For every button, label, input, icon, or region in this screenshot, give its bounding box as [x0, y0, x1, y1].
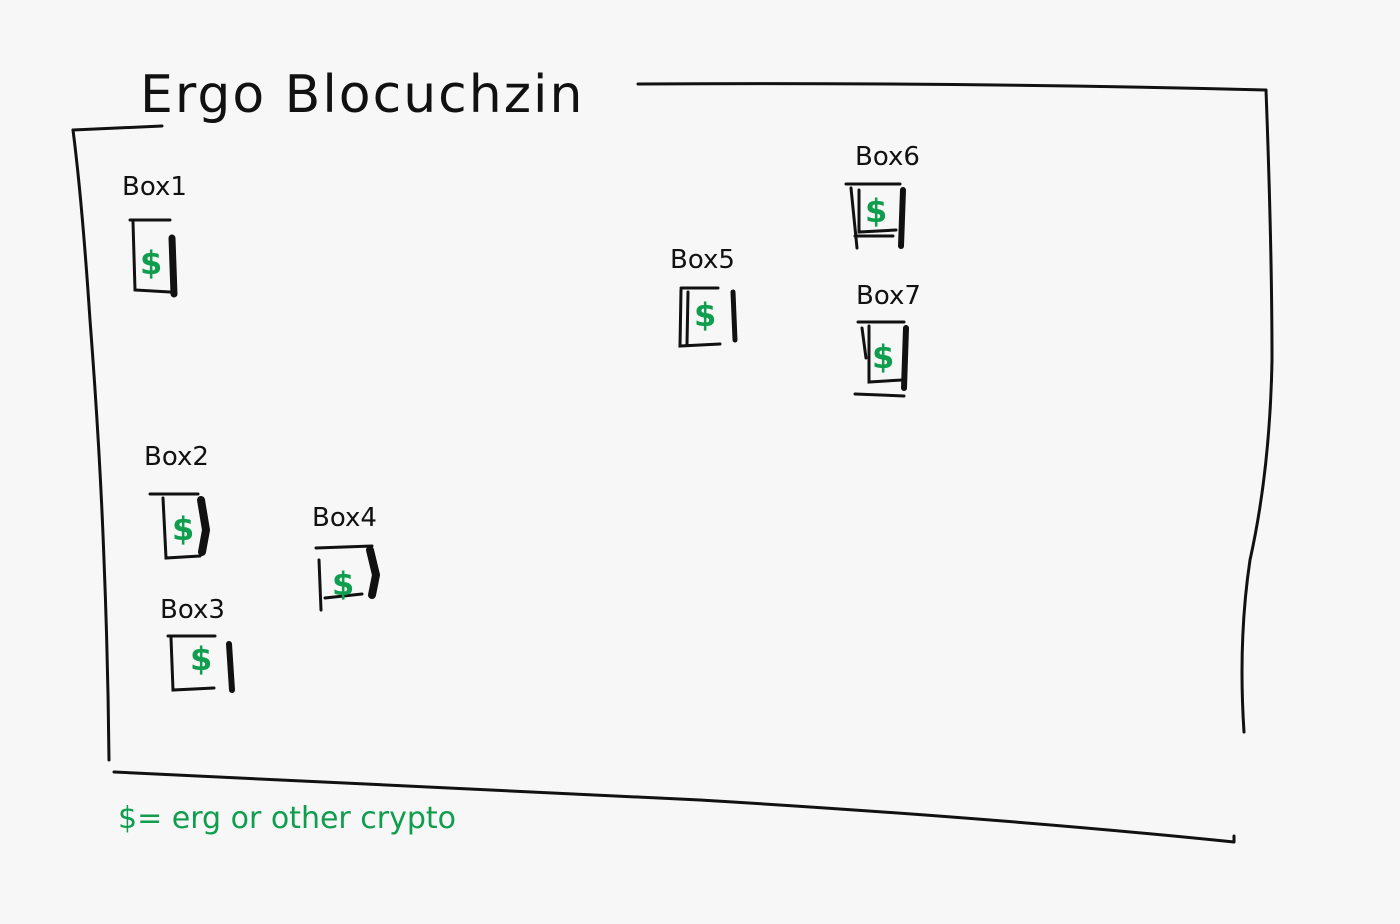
box-label-3: Box3 [160, 595, 225, 625]
frame-top-left-stroke [71, 124, 164, 132]
box-label-1: Box1 [122, 172, 187, 202]
box-label-5: Box5 [670, 245, 735, 275]
dollar-symbol-6: $ [865, 192, 887, 230]
dollar-symbol-7: $ [872, 338, 894, 376]
dollar-symbol-2: $ [172, 510, 194, 548]
box-label-4: Box4 [312, 503, 377, 533]
dollar-symbol-3: $ [190, 640, 212, 678]
box-group-7: Box7 $ [853, 281, 921, 398]
dollar-symbol-1: $ [140, 244, 162, 282]
box-icon-2 [148, 492, 211, 560]
dollar-symbol-5: $ [694, 296, 716, 334]
legend-note: $= erg or other crypto [118, 801, 456, 836]
dollar-symbol-4: $ [332, 565, 354, 603]
frame-left-stroke [71, 128, 111, 762]
box-group-5: Box5 $ [670, 245, 738, 348]
box-label-6: Box6 [855, 142, 920, 172]
diagram-title: Ergo Blocuchzin [140, 65, 584, 125]
box-group-4: Box4 $ [312, 503, 381, 612]
frame-right-stroke [1240, 88, 1274, 734]
box-group-3: Box3 $ [160, 595, 235, 693]
box-group-1: Box1 $ [122, 172, 187, 298]
box-icon-1 [128, 218, 178, 298]
box-icon-3 [166, 634, 235, 693]
box-icon-4 [314, 544, 381, 612]
box-group-2: Box2 $ [144, 442, 211, 560]
box-icon-7 [853, 320, 909, 398]
frame-top-right-stroke [636, 82, 1268, 92]
box-icon-5 [678, 286, 738, 348]
frame-bottom-stroke [112, 770, 1236, 844]
blockchain-frame [71, 82, 1274, 844]
box-label-2: Box2 [144, 442, 209, 472]
box-label-7: Box7 [856, 281, 921, 311]
box-group-6: Box6 $ [844, 142, 920, 250]
box-icon-6 [844, 182, 906, 250]
